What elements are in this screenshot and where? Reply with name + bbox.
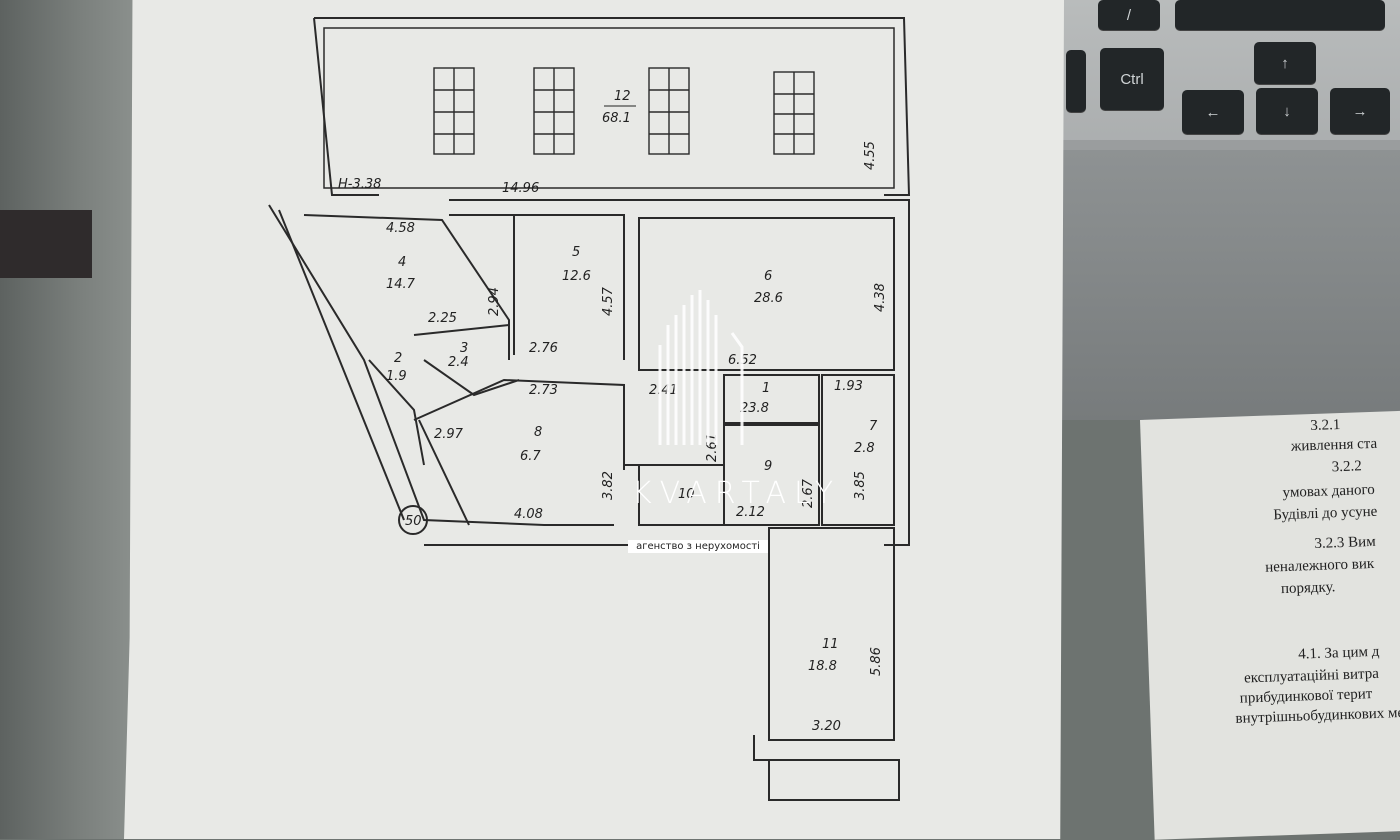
- wall-room-5: [514, 214, 625, 360]
- dark-object: [0, 210, 92, 278]
- dim-label: 2.73: [529, 383, 558, 398]
- wall-stair-left: [278, 209, 405, 521]
- wall-room-12: [314, 17, 911, 196]
- dim-label: 4.38: [873, 283, 888, 312]
- room-9-id: 9: [764, 459, 772, 474]
- balcony: [768, 759, 900, 801]
- room-2-id: 2: [394, 351, 402, 366]
- room-3-area: 2.4: [448, 355, 469, 370]
- room-12-id: 12: [614, 89, 631, 104]
- wall-room-6: [638, 217, 895, 371]
- room-2-area: 1.9: [386, 369, 407, 384]
- doc-line: прибудинкової терит: [1239, 686, 1373, 707]
- arrow-down-key: ↓: [1256, 88, 1318, 134]
- wall-room-1-left: [418, 419, 470, 526]
- wall-room-2: [368, 359, 425, 466]
- room-12-area: 68.1: [602, 111, 631, 126]
- dim-label: 3.20: [812, 719, 841, 734]
- dim-label: 2.76: [529, 341, 558, 356]
- dim-label: 4.08: [514, 507, 543, 522]
- key-ctrl: Ctrl: [1100, 48, 1164, 110]
- watermark-brand: KVARTALY: [632, 476, 842, 511]
- background-left: [0, 0, 135, 839]
- floor-plan: 12 68.1 4.55 H-3.38 14.96 4.58 4 14.7 2.…: [268, 17, 911, 801]
- wall-room-11: [768, 527, 895, 741]
- wall-room-10: [638, 464, 725, 526]
- overall-length: 14.96: [502, 181, 539, 196]
- chair-symbols: [434, 68, 814, 154]
- room-11-area: 18.8: [808, 659, 837, 674]
- room-4-area: 14.7: [386, 277, 416, 292]
- dim-label: 2.25: [428, 311, 457, 326]
- room-7-area: 23.8: [740, 401, 769, 416]
- doc-line: внутрішньобудинкових ме: [1235, 704, 1400, 727]
- room-1-area: 6.7: [520, 449, 541, 464]
- room-7-id: 1: [762, 381, 770, 396]
- room-1-id: 8: [534, 425, 542, 440]
- room-6-area: 28.6: [754, 291, 783, 306]
- room-3-id: 3: [460, 341, 468, 356]
- arrow-left-key: ←: [1182, 90, 1244, 134]
- arrow-up-key: ↑: [1254, 42, 1316, 84]
- wall-room-3: [413, 323, 510, 360]
- wall-outer-top: [449, 199, 910, 546]
- doc-line: експлуатаційні витра: [1243, 665, 1380, 687]
- room-5-id: 5: [572, 245, 580, 260]
- laptop-edge: [1062, 140, 1400, 150]
- wall-room-5-left: [449, 214, 515, 355]
- wall-room-11-base: [753, 735, 769, 761]
- dim-label: 2.41: [649, 383, 678, 398]
- doc-line: 4.1. За цим д: [1298, 643, 1380, 663]
- height-mark: H-3.38: [338, 177, 381, 192]
- dim-label: 3.85: [853, 471, 868, 500]
- second-document: 3.2.1 живлення ста 3.2.2 умовах даного Б…: [1140, 409, 1400, 840]
- dim-label: 2.94: [487, 287, 502, 316]
- stair-marker-circle: [398, 505, 428, 535]
- doc-line: 3.2.2: [1331, 458, 1363, 476]
- key-partial: [1066, 50, 1086, 112]
- room-8-id: 7: [869, 419, 878, 434]
- room-11-id: 11: [822, 637, 839, 652]
- dim-label: 2.67: [801, 478, 816, 508]
- room-4-id: 4: [398, 255, 406, 270]
- arrow-right-key: →: [1330, 88, 1390, 134]
- dim-label: 5.86: [869, 647, 884, 676]
- dim-label: 3.82: [601, 471, 616, 500]
- wall-room-7: [723, 374, 820, 424]
- watermark-tagline: агенство з нерухомості: [628, 540, 768, 553]
- doc-line: умовах даного: [1282, 481, 1376, 502]
- dim-label: 1.93: [834, 379, 863, 394]
- doc-line: 3.2.1: [1310, 417, 1341, 435]
- room-8-area: 2.8: [854, 441, 875, 456]
- stair-marker: 50: [405, 514, 422, 529]
- doc-line: неналежного вик: [1264, 555, 1375, 576]
- doc-line: живлення ста: [1290, 435, 1378, 455]
- key-shift: [1175, 0, 1385, 30]
- wall-corridor: [268, 204, 614, 526]
- dim-label: 2.97: [434, 427, 464, 442]
- wall-room-12-left: [313, 17, 379, 196]
- dim-label: 4.58: [386, 221, 415, 236]
- doc-line: порядку.: [1280, 579, 1336, 598]
- wall-room-3-bottom: [423, 359, 520, 397]
- room-6-id: 6: [764, 269, 772, 284]
- room-10-id: 10: [678, 487, 695, 502]
- dim-label: 2.12: [736, 505, 765, 520]
- wall-room-1-top: [413, 378, 625, 470]
- doc-line: Будівлі до усуне: [1273, 503, 1378, 524]
- wall-room-8: [821, 374, 895, 526]
- dim-label: 4.55: [863, 141, 878, 170]
- watermark-logo-icon: [658, 290, 744, 445]
- wall-room-12-inner: [323, 27, 895, 189]
- furniture-group: [433, 67, 815, 155]
- key-slash: /: [1098, 0, 1160, 30]
- dim-label: 4.57: [601, 286, 616, 316]
- room-5-area: 12.6: [562, 269, 591, 284]
- laptop-body: [1062, 150, 1400, 420]
- doc-line: 3.2.3 Вим: [1314, 533, 1376, 552]
